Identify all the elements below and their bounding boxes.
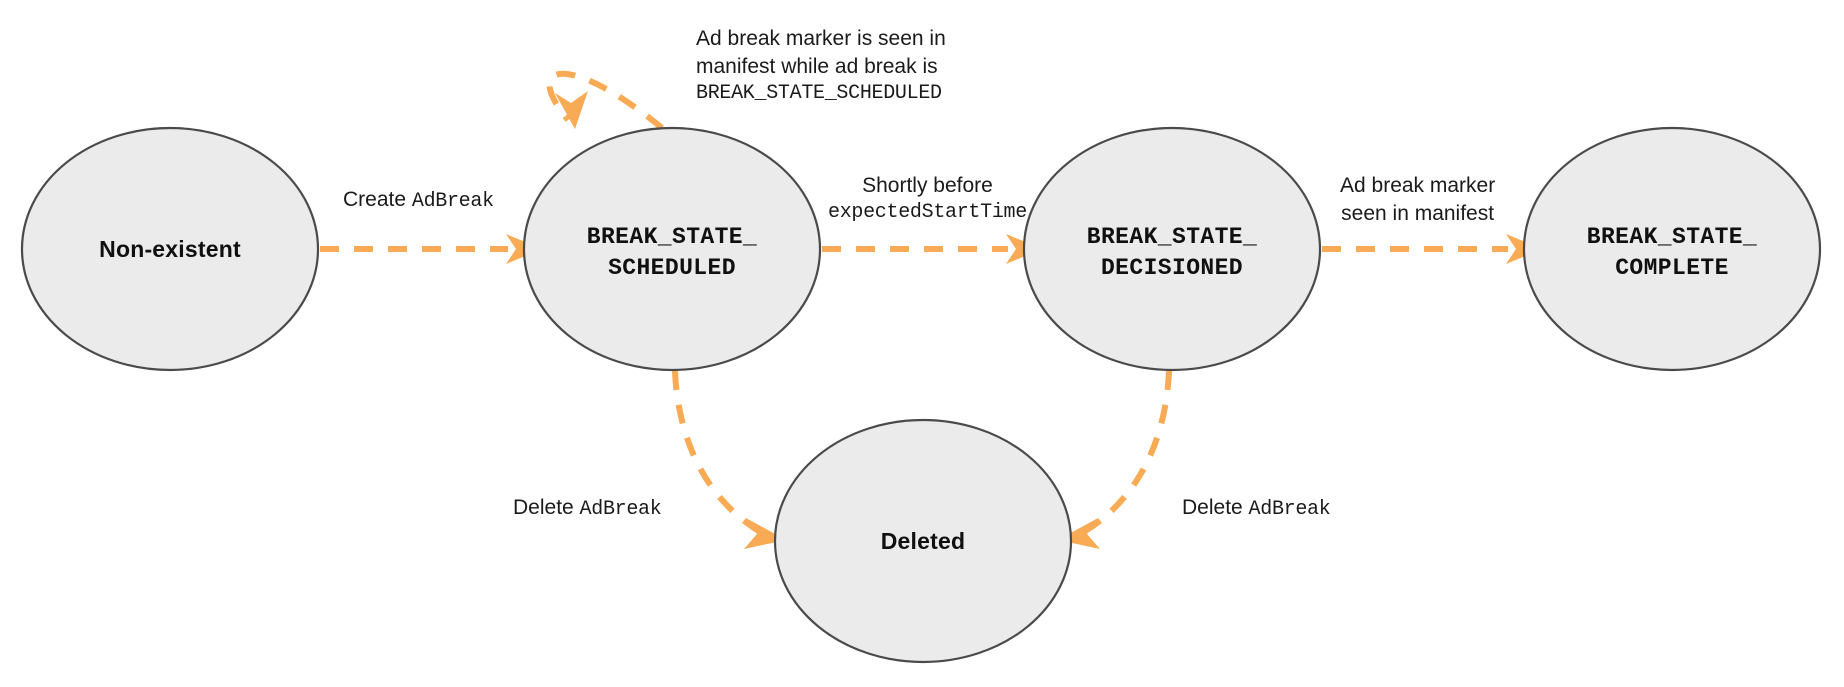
- node-break-state-scheduled-label-line1: BREAK_STATE_: [587, 224, 757, 250]
- node-non-existent[interactable]: Non-existent: [20, 126, 320, 372]
- node-break-state-scheduled-shape[interactable]: [522, 126, 822, 372]
- edge-self-loop-line: [546, 70, 664, 131]
- node-break-state-scheduled[interactable]: BREAK_STATE_ SCHEDULED: [522, 126, 822, 372]
- edge-label-delete-decisioned-code: AdBreak: [1248, 498, 1331, 521]
- edge-ad-break-marker-seen-self-loop: [546, 70, 664, 131]
- edge-marker-seen-in-manifest: [1322, 234, 1542, 264]
- edge-label-self-loop-line1: Ad break marker is seen in: [696, 27, 946, 50]
- node-break-state-decisioned[interactable]: BREAK_STATE_ DECISIONED: [1022, 126, 1322, 372]
- edge-delete-scheduled-line: [672, 370, 764, 536]
- edge-label-marker-seen-in-manifest: Ad break marker seen in manifest: [1340, 172, 1495, 228]
- edge-delete-adbreak-scheduled: [672, 370, 786, 549]
- node-break-state-decisioned-label-line1: BREAK_STATE_: [1087, 224, 1257, 250]
- edge-label-delete-adbreak-scheduled: Delete AdBreak: [513, 494, 662, 524]
- edge-label-delete-scheduled-code: AdBreak: [579, 498, 662, 521]
- node-deleted[interactable]: Deleted: [773, 418, 1073, 664]
- edge-label-delete-adbreak-decisioned: Delete AdBreak: [1182, 494, 1331, 524]
- edge-shortly-before: [822, 234, 1042, 264]
- edge-delete-decisioned-line: [1080, 370, 1172, 536]
- edge-label-shortly-before-line1: Shortly before: [862, 174, 993, 197]
- node-break-state-complete[interactable]: BREAK_STATE_ COMPLETE: [1522, 126, 1822, 372]
- edge-label-create-adbreak: Create AdBreak: [343, 186, 494, 216]
- edge-label-delete-decisioned-text: Delete: [1182, 496, 1249, 519]
- edge-label-delete-scheduled-text: Delete: [513, 496, 580, 519]
- node-deleted-shape[interactable]: [773, 418, 1073, 664]
- node-break-state-complete-label-line1: BREAK_STATE_: [1587, 224, 1757, 250]
- node-non-existent-shape[interactable]: [20, 126, 320, 372]
- edge-label-shortly-before: Shortly before expectedStartTime: [828, 172, 1027, 227]
- edge-label-self-loop-line2: manifest while ad break is: [696, 55, 938, 79]
- edge-label-marker-seen-line1: Ad break marker: [1340, 174, 1496, 197]
- edge-label-create-adbreak-text: Create: [343, 188, 412, 211]
- edge-label-create-adbreak-code: AdBreak: [411, 190, 494, 213]
- node-break-state-complete-label-line2: COMPLETE: [1615, 255, 1729, 281]
- edge-label-self-loop: Ad break marker is seen in manifest while…: [696, 25, 946, 108]
- node-deleted-label: Deleted: [881, 528, 965, 554]
- edge-label-shortly-before-line2: expectedStartTime: [828, 201, 1027, 225]
- node-break-state-scheduled-label-line2: SCHEDULED: [608, 255, 736, 281]
- edge-create-adbreak: [320, 234, 542, 264]
- node-break-state-decisioned-label-line2: DECISIONED: [1101, 255, 1243, 281]
- edge-label-self-loop-line3: BREAK_STATE_SCHEDULED: [696, 82, 942, 106]
- edge-self-loop-arrowhead: [555, 91, 588, 129]
- node-non-existent-label: Non-existent: [99, 236, 241, 262]
- node-break-state-decisioned-shape[interactable]: [1022, 126, 1322, 372]
- edge-delete-adbreak-decisioned: [1058, 370, 1172, 549]
- node-break-state-complete-shape[interactable]: [1522, 126, 1822, 372]
- edge-label-marker-seen-line2: seen in manifest: [1341, 202, 1495, 226]
